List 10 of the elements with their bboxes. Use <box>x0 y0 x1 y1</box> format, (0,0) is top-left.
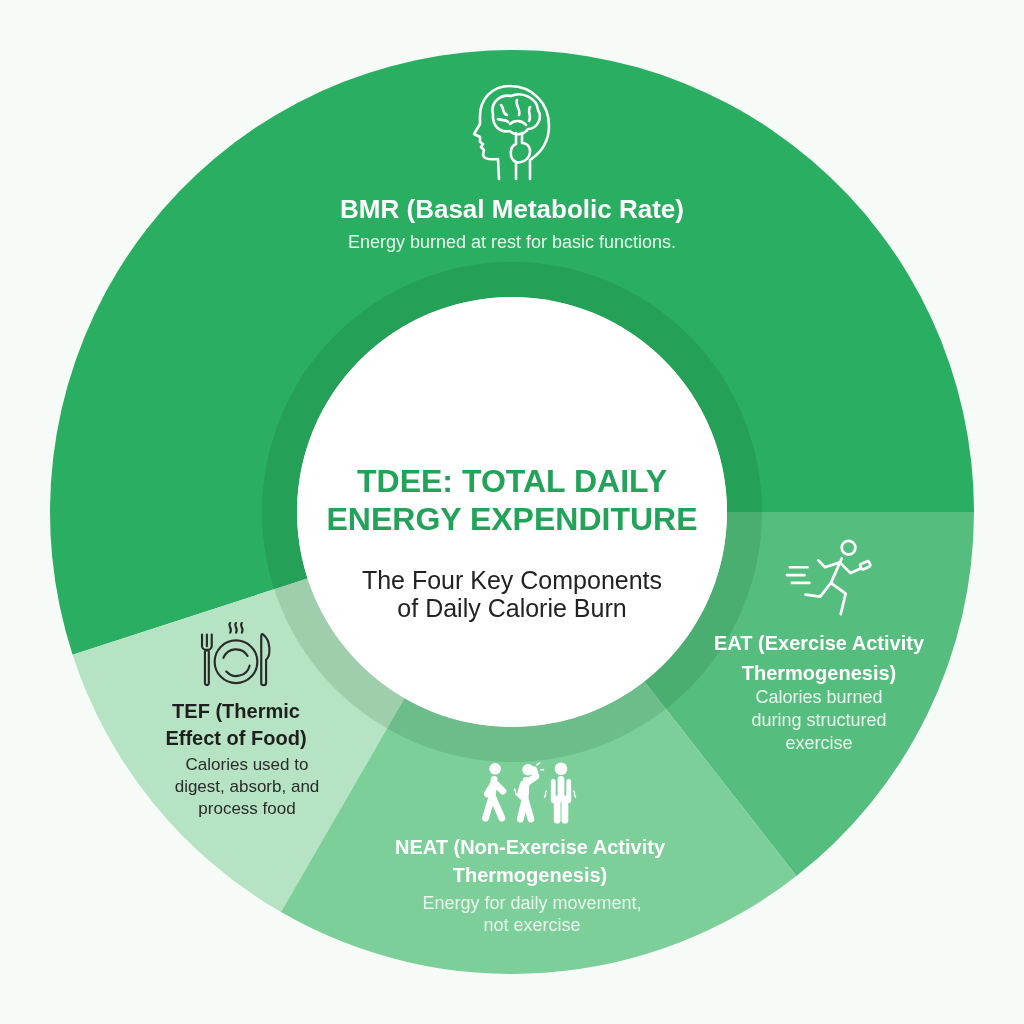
segment-description: Energy burned at rest for basic functions. <box>346 231 678 253</box>
segment-description: Calories used to digest, absorb, and process food <box>173 754 321 820</box>
segment-title: EAT (Exercise Activity Thermogenesis) <box>712 631 926 686</box>
segment-title: TEF (Thermic Effect of Food) <box>164 699 308 751</box>
center-title: TDEE: TOTAL DAILY ENERGY EXPENDITURE <box>325 462 699 538</box>
segment-description: Energy for daily movement, not exercise <box>421 892 643 936</box>
segment-title: NEAT (Non-Exercise Activity Thermogenesis) <box>393 835 667 888</box>
segment-description: Calories burned during structured exercise <box>750 686 888 755</box>
segment-title: BMR (Basal Metabolic Rate) <box>339 193 685 225</box>
center-subtitle: The Four Key Components of Daily Calorie Burn <box>360 566 664 622</box>
